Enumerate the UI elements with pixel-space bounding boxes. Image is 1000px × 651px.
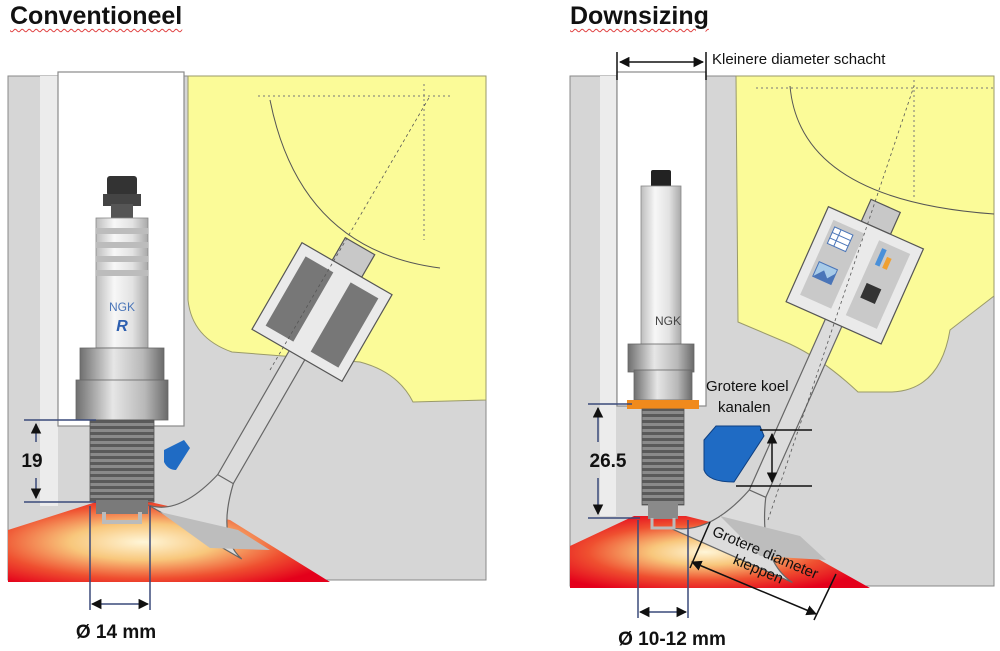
right-spark-plug: NGK: [627, 170, 699, 530]
left-height-value: 19: [21, 451, 42, 472]
title-downsizing: Downsizing: [570, 2, 709, 30]
right-panel: NGK Kleinere diameter schacht Grotere ko…: [569, 51, 995, 650]
right-height-dimension: [588, 403, 640, 519]
right-valve: [667, 198, 925, 584]
left-panel: NGK R 19 Ø 14 mm: [7, 71, 487, 643]
right-diameter-dimension: [637, 520, 689, 618]
left-height-dimension: [24, 419, 96, 503]
right-valve-dimension: [689, 521, 837, 621]
right-cooling-label-line1: Grotere koel: [706, 378, 789, 395]
left-plug-brand: NGK: [109, 300, 135, 314]
left-spark-plug: NGK R: [75, 176, 169, 524]
right-shaft-dimension: [616, 52, 707, 80]
left-cooling-channel: [164, 440, 190, 470]
left-plug-brand-mark: R: [116, 318, 128, 335]
right-shaft-label: Kleinere diameter schacht: [712, 51, 886, 68]
right-plug-brand: NGK: [655, 314, 681, 328]
title-conventioneel: Conventioneel: [10, 2, 183, 30]
right-cooling-dimension: [736, 429, 812, 487]
left-diameter-label: Ø 14 mm: [76, 622, 156, 643]
right-cooling-channel: [703, 425, 765, 483]
left-combustion-chamber: [8, 502, 330, 582]
right-orange-seal-ring: [627, 400, 699, 409]
right-diameter-label: Ø 10-12 mm: [618, 629, 726, 650]
right-cooling-label-line2: kanalen: [718, 399, 771, 416]
right-height-value: 26.5: [590, 451, 627, 472]
left-diameter-dimension: [89, 506, 151, 610]
